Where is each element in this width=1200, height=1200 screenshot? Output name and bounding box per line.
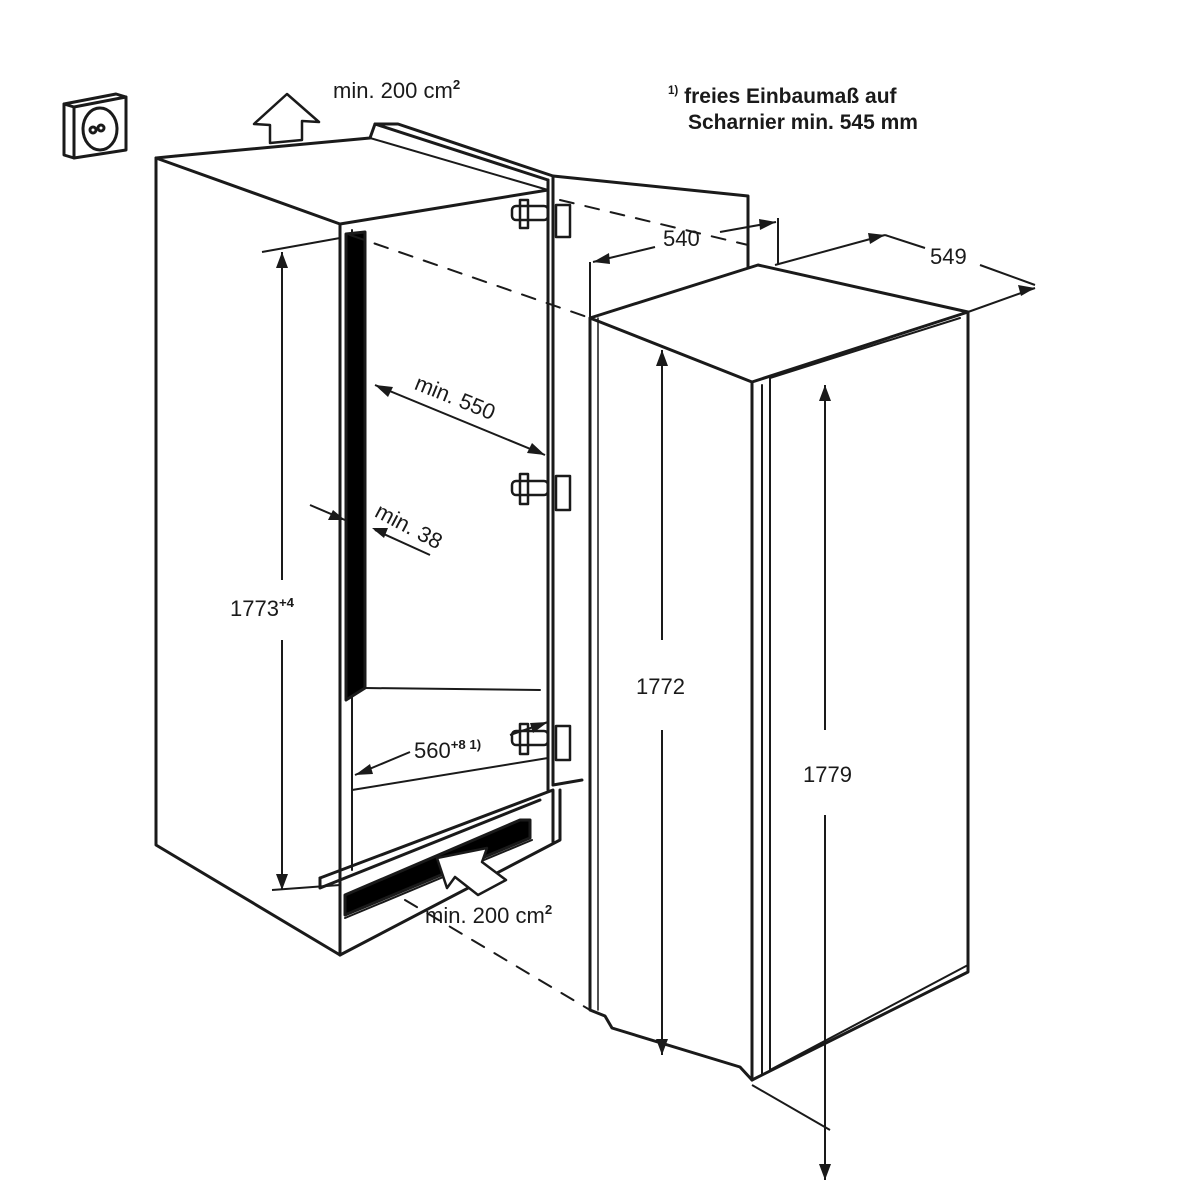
footnote: 1) freies Einbaumaß auf Scharnier min. 5…	[668, 85, 918, 135]
niche-width-label: 560+8 1)	[414, 737, 482, 764]
footnote-line-1: freies Einbaumaß auf	[684, 85, 897, 109]
niche-height-label: 1773+4	[230, 595, 294, 622]
appliance-body	[588, 263, 970, 1082]
hinge-icon	[510, 472, 572, 512]
hinge-icon	[510, 722, 572, 762]
top-ventilation-label: min. 200 cm2	[333, 77, 461, 104]
appliance-total-height-label: 1779	[803, 762, 852, 787]
footnote-line-2: Scharnier min. 545 mm	[688, 111, 918, 135]
bottom-ventilation-label: min. 200 cm2	[425, 902, 553, 929]
hinge-icon	[510, 198, 572, 239]
power-socket-icon	[62, 92, 128, 160]
niche-cabinet	[154, 122, 562, 957]
arrow-up-icon	[252, 92, 321, 145]
appliance-depth-label: 549	[930, 244, 967, 269]
appliance-body-height-label: 1772	[636, 674, 685, 699]
arrow-in-icon	[435, 846, 508, 897]
appliance-width-label: 540	[663, 226, 700, 251]
